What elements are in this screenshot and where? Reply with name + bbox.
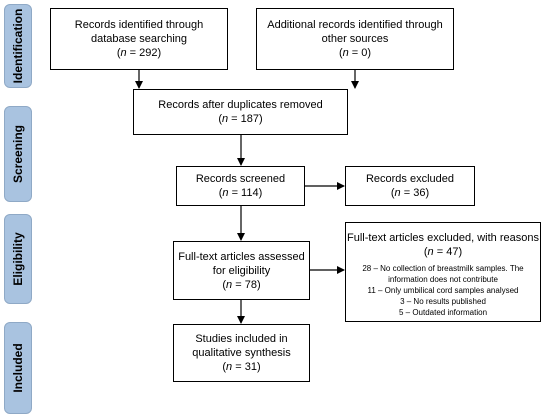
- fulltext-assessed-box: Full-text articles assessed for eligibil…: [173, 241, 310, 300]
- fulltext-excluded-box: Full-text articles excluded, with reason…: [345, 222, 541, 322]
- records-after-duplicates-label: Records after duplicates removed: [158, 99, 323, 111]
- records-identified-database-box: Records identified through database sear…: [50, 8, 228, 70]
- records-after-duplicates-count: (n = 187): [218, 113, 263, 125]
- exclusion-reason-1: 28 – No collection of breastmilk samples…: [362, 264, 524, 284]
- records-other-sources-count: (n = 0): [338, 47, 372, 59]
- studies-included-label: Studies included in qualitative synthesi…: [192, 333, 291, 359]
- fulltext-assessed-label: Full-text articles assessed for eligibil…: [178, 250, 305, 277]
- records-excluded-count: (n = 36): [390, 187, 430, 199]
- records-excluded-label: Records excluded: [365, 173, 455, 185]
- records-screened-count: (n = 114): [218, 187, 263, 199]
- studies-included-box: Studies included in qualitative synthesi…: [173, 324, 310, 382]
- records-identified-database-count: (n = 292): [116, 47, 162, 59]
- records-other-sources-label: Additional records identified through ot…: [267, 19, 443, 45]
- phase-included: Included: [4, 322, 32, 414]
- records-screened-box: Records screened (n = 114): [176, 166, 305, 206]
- studies-included-count: (n = 31): [222, 361, 261, 373]
- records-after-duplicates-box: Records after duplicates removed (n = 18…: [133, 89, 348, 135]
- phase-identification: Identification: [4, 4, 32, 88]
- phase-screening: Screening: [4, 106, 32, 202]
- exclusion-reason-2: 11 – Only umbilical cord samples analyse…: [367, 286, 519, 295]
- phase-eligibility: Eligibility: [4, 214, 32, 304]
- fulltext-excluded-label: Full-text articles excluded, with reason…: [347, 232, 539, 244]
- exclusion-reason-4: 5 – Outdated information: [398, 308, 488, 317]
- records-excluded-box: Records excluded (n = 36): [345, 166, 475, 206]
- fulltext-excluded-count: (n = 47): [423, 246, 463, 258]
- records-identified-database-label: Records identified through database sear…: [74, 19, 204, 45]
- records-other-sources-box: Additional records identified through ot…: [256, 8, 454, 70]
- records-screened-label: Records screened: [195, 173, 286, 185]
- fulltext-assessed-count: (n = 78): [222, 278, 261, 291]
- exclusion-reason-3: 3 – No results published: [400, 297, 486, 306]
